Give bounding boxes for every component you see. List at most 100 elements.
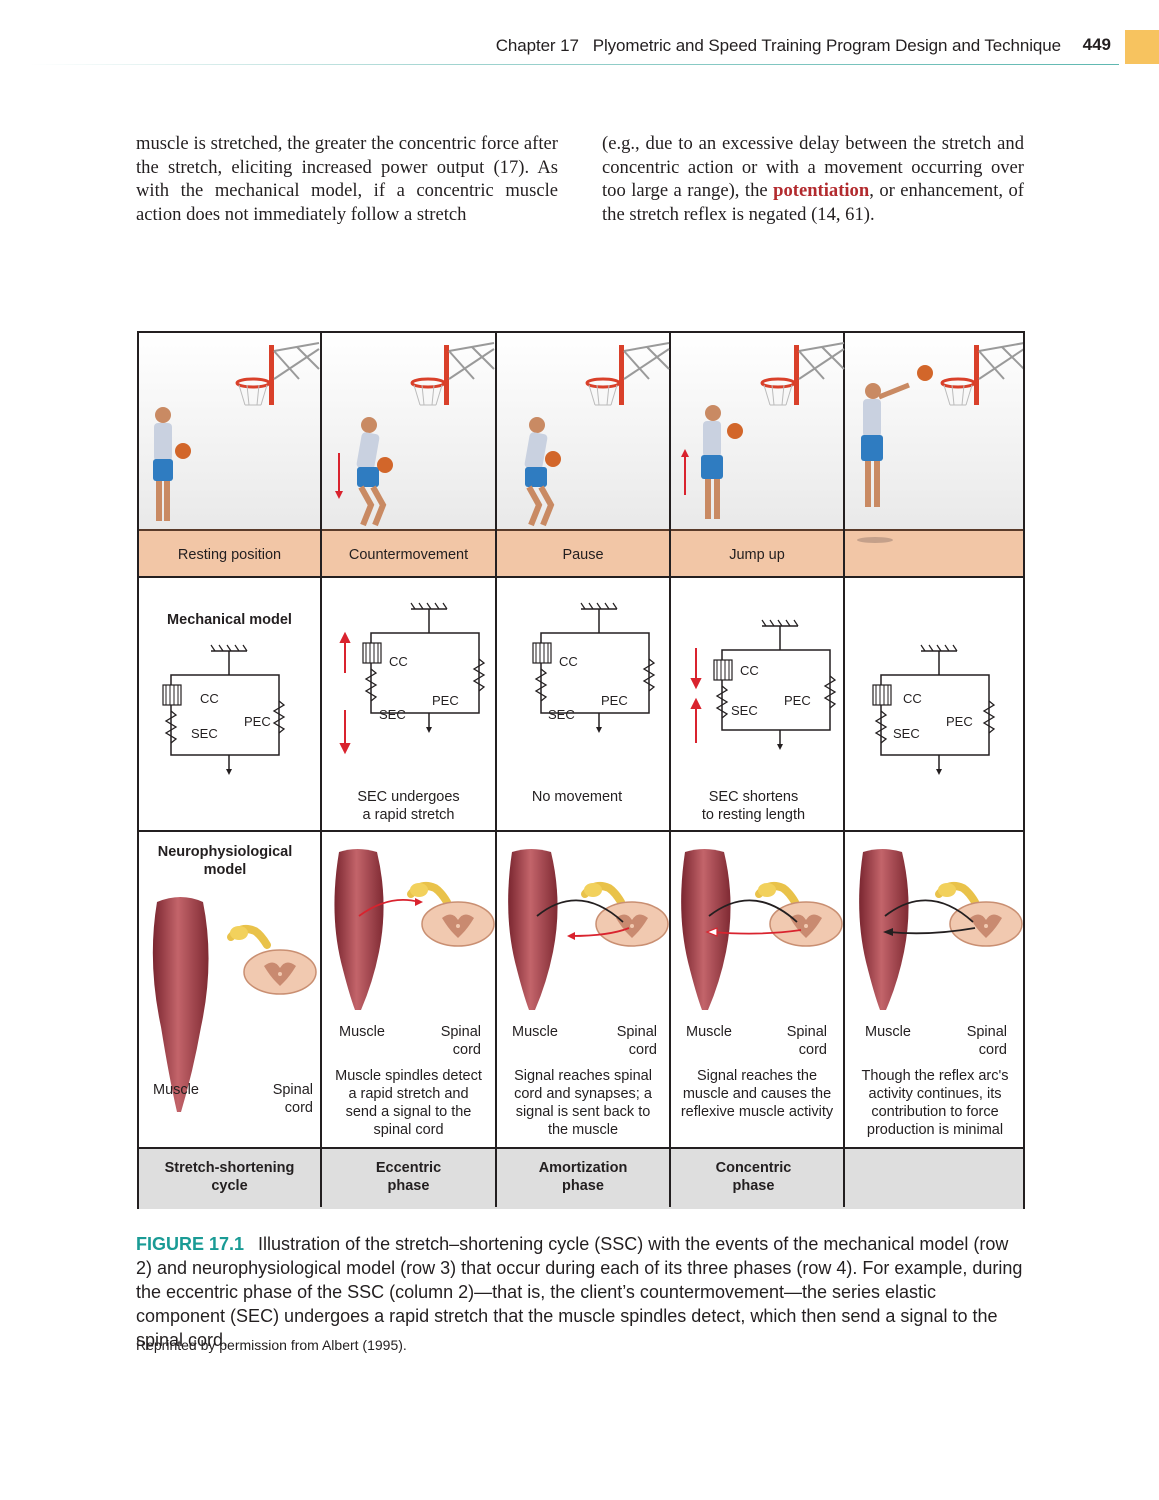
spinal-label-5: Spinal cord bbox=[966, 1024, 1007, 1058]
phase-label-concentric: Concentric phase bbox=[715, 1160, 792, 1194]
mechanical-note-concentric: SEC shortens to resting length bbox=[701, 789, 806, 823]
muscle-3-icon bbox=[508, 849, 558, 1010]
neuro-note-amortization: Signal reaches spinal cord and synapses;… bbox=[514, 1068, 652, 1138]
neuro-note-concentric: Signal reaches the muscle and causes the… bbox=[680, 1068, 834, 1120]
signal-arrow-3-icon bbox=[536, 899, 630, 940]
key-term-potentiation: potentiation bbox=[773, 180, 870, 201]
position-label-resting: Resting position bbox=[177, 547, 282, 563]
spinal-label-4: Spinal cord bbox=[786, 1024, 827, 1058]
muscle-2-icon bbox=[334, 849, 384, 1010]
mechanical-model-resting-diagram bbox=[162, 644, 285, 776]
pec-label-2: PEC bbox=[432, 693, 459, 708]
phase-band bbox=[139, 1148, 1023, 1209]
player-shadow bbox=[857, 537, 893, 543]
mechanical-model-title: Mechanical model bbox=[167, 612, 292, 628]
hoop-5-icon bbox=[940, 341, 1023, 407]
running-header: Chapter 17 Plyometric and Speed Training… bbox=[0, 28, 1159, 68]
hoop-2-icon bbox=[410, 341, 496, 407]
spinal-cord-1-icon bbox=[243, 949, 317, 995]
muscle-label-5: Muscle bbox=[865, 1024, 911, 1040]
up-arrow-icon bbox=[681, 449, 689, 495]
page-tab bbox=[1125, 30, 1159, 64]
figure-label: FIGURE 17.1 bbox=[136, 1234, 245, 1254]
col-separator-2 bbox=[495, 333, 497, 1207]
neuro-model-title: Neurophysiological model bbox=[157, 844, 293, 878]
col-separator-4 bbox=[843, 333, 845, 1207]
phase-label-eccentric: Eccentric phase bbox=[375, 1160, 442, 1194]
phase-label-ssc: Stretch-shortening cycle bbox=[164, 1160, 295, 1194]
muscle-label-3: Muscle bbox=[512, 1024, 558, 1040]
row-separator-3 bbox=[139, 1147, 1023, 1149]
spinal-label-2: Spinal cord bbox=[440, 1024, 481, 1058]
signal-arrow-4-icon bbox=[705, 899, 802, 937]
body-text-left: muscle is stretched, the greater the con… bbox=[136, 133, 558, 225]
muscle-label-2: Muscle bbox=[339, 1024, 385, 1040]
position-label-pause: Pause bbox=[562, 547, 604, 563]
pec-label-4: PEC bbox=[784, 693, 811, 708]
chapter-title: Plyometric and Speed Training Program De… bbox=[592, 36, 1061, 55]
pec-label-1: PEC bbox=[244, 714, 271, 729]
body-text-right-b: , or enhancement, of the stretch reflex … bbox=[602, 180, 1024, 225]
muscle-1-icon bbox=[152, 897, 209, 1112]
header-rule bbox=[30, 64, 1119, 65]
spinal-cord-5-icon bbox=[949, 901, 1023, 947]
pec-label-5: PEC bbox=[946, 714, 973, 729]
spinal-cord-2-icon bbox=[421, 901, 495, 947]
sec-label-2: SEC bbox=[379, 707, 406, 722]
chapter-label: Chapter 17 bbox=[495, 36, 579, 55]
signal-arrow-2-icon bbox=[358, 898, 423, 917]
player-countermovement-icon bbox=[356, 417, 393, 527]
muscle-4-icon bbox=[681, 849, 731, 1010]
row-separator-2 bbox=[139, 830, 1023, 832]
neuro-note-eccentric: Muscle spindles detect a rapid stretch a… bbox=[335, 1068, 482, 1138]
col-separator-1 bbox=[320, 333, 322, 1207]
cc-label-2: CC bbox=[389, 654, 408, 669]
nerve-5-icon bbox=[938, 883, 975, 902]
concentric-arrows-icon bbox=[690, 648, 702, 743]
mechanical-note-amortization: No movement bbox=[531, 789, 623, 805]
muscle-label-4: Muscle bbox=[686, 1024, 732, 1040]
cc-label-5: CC bbox=[903, 691, 922, 706]
spinal-cord-3-icon bbox=[595, 901, 669, 947]
cc-label-3: CC bbox=[559, 654, 578, 669]
mechanical-model-diagrams bbox=[162, 602, 995, 776]
figure-17-1: Resting position Countermovement Pause J… bbox=[137, 331, 1025, 1209]
body-text-right: (e.g., due to an excessive delay between… bbox=[602, 132, 1024, 226]
spinal-label-3: Spinal cord bbox=[616, 1024, 657, 1058]
sec-label-3: SEC bbox=[548, 707, 575, 722]
signal-arrow-5-icon bbox=[883, 899, 976, 936]
down-arrow-icon bbox=[335, 453, 343, 499]
nerve-4-icon bbox=[758, 883, 795, 902]
muscle-label-1: Muscle bbox=[153, 1082, 199, 1098]
hoop-3-icon bbox=[585, 341, 671, 407]
row-separator-1 bbox=[139, 576, 1023, 578]
sec-label-5: SEC bbox=[893, 726, 920, 741]
mechanical-note-eccentric: SEC undergoes a rapid stretch bbox=[357, 789, 460, 823]
col-separator-3 bbox=[669, 333, 671, 1207]
player-resting-icon bbox=[153, 407, 191, 521]
phase-label-amortization: Amortization phase bbox=[538, 1160, 628, 1194]
nerve-3-icon bbox=[584, 883, 621, 902]
mechanical-model-concentric-diagram bbox=[713, 619, 836, 751]
hoop-4-icon bbox=[760, 341, 846, 407]
sec-label-4: SEC bbox=[731, 703, 758, 718]
jump-shot-illustrations bbox=[153, 341, 1023, 527]
player-release-icon bbox=[861, 365, 933, 507]
spinal-label-1: Spinal cord bbox=[272, 1082, 313, 1116]
cc-label-1: CC bbox=[200, 691, 219, 706]
floor-line bbox=[139, 529, 1023, 531]
pec-label-3: PEC bbox=[601, 693, 628, 708]
muscle-5-icon bbox=[859, 849, 909, 1010]
eccentric-arrows-icon bbox=[339, 631, 351, 755]
neuro-note-5: Though the reflex arc's activity continu… bbox=[861, 1068, 1009, 1138]
sec-label-1: SEC bbox=[191, 726, 218, 741]
spinal-cord-4-icon bbox=[769, 901, 843, 947]
figure-credit: Reprinted by permission from Albert (199… bbox=[136, 1337, 407, 1353]
page-number: 449 bbox=[1082, 35, 1111, 54]
nerve-1-icon bbox=[230, 926, 267, 945]
position-label-countermovement: Countermovement bbox=[348, 547, 469, 563]
header-chapter-title: Chapter 17 Plyometric and Speed Training… bbox=[496, 36, 1061, 56]
body-text-right-a: (e.g., due to an excessive delay between… bbox=[602, 133, 1024, 201]
player-pause-icon bbox=[524, 417, 561, 527]
